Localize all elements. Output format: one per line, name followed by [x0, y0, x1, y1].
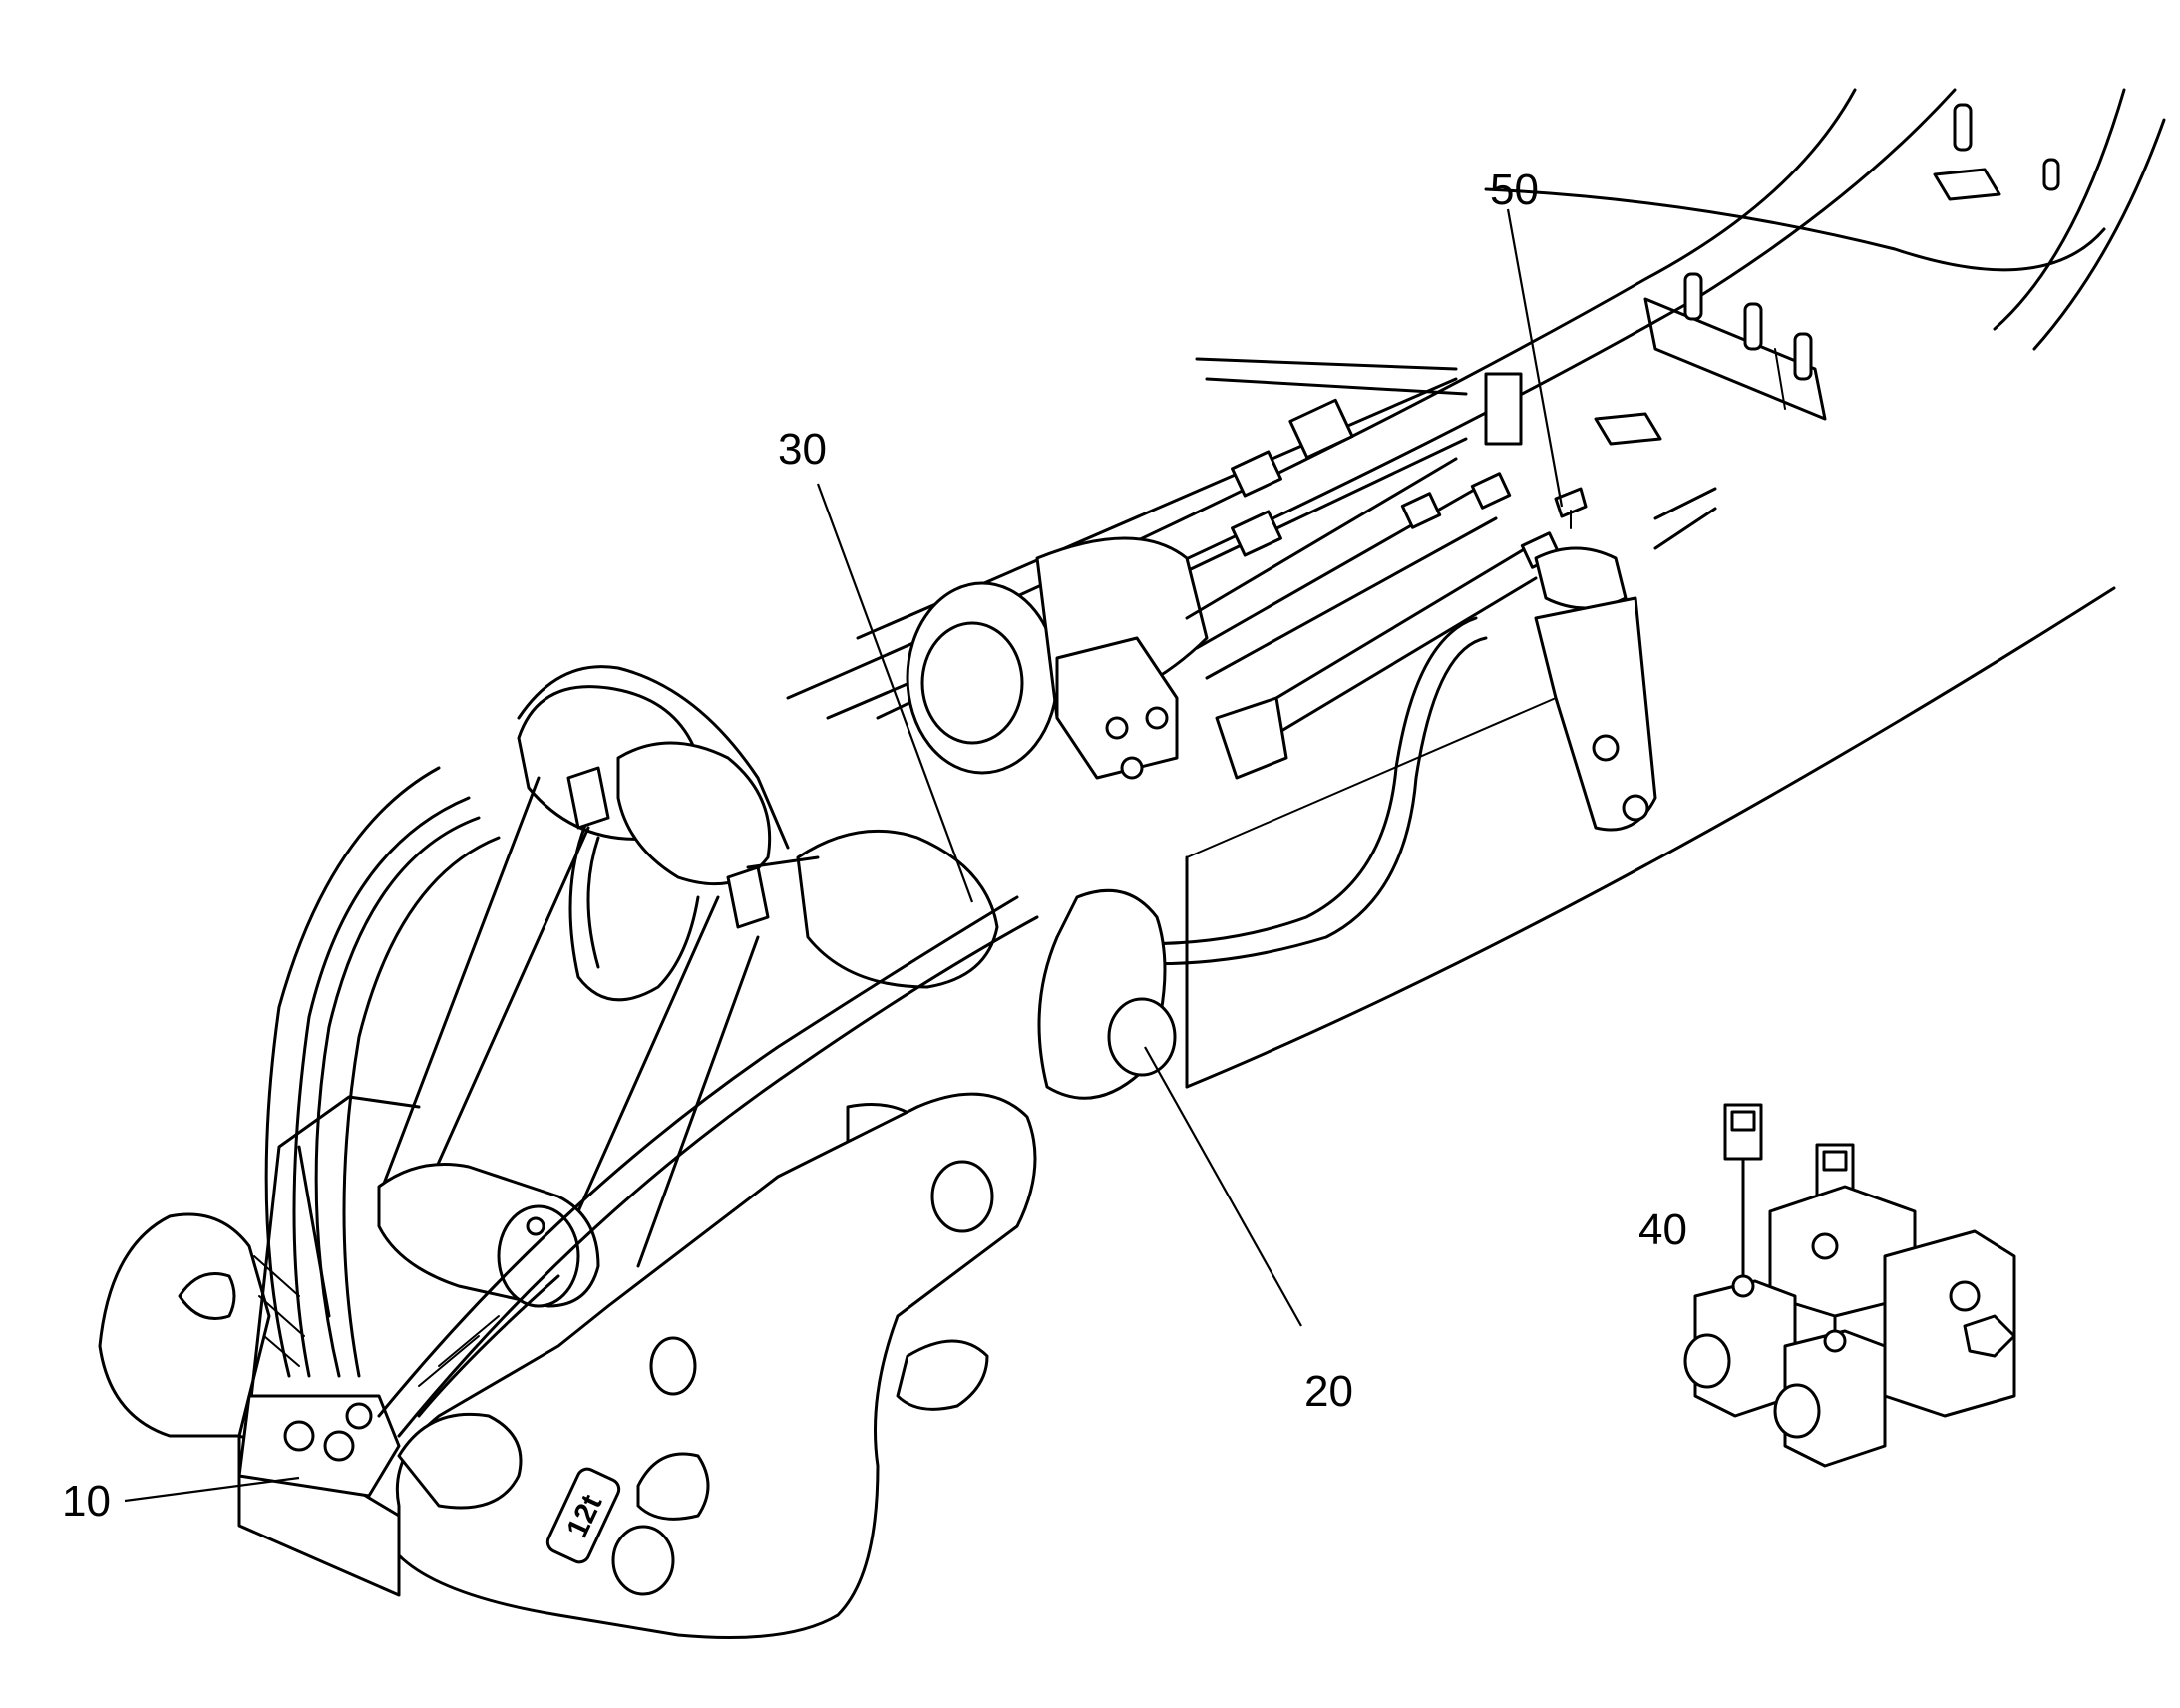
quick-coupler: 12t: [98, 766, 1039, 1639]
plate-marking: 12t: [545, 1467, 621, 1564]
hydraulic-cylinder: [856, 377, 1468, 780]
callout-30: 30: [778, 425, 827, 474]
callout-labels: 10 20 30 40 50: [62, 166, 1687, 1526]
callout-50: 50: [1490, 166, 1539, 214]
callout-20: 20: [1304, 1367, 1353, 1416]
sensor-fitting: [1554, 487, 1588, 529]
leader-50: [1506, 208, 1564, 508]
leader-30: [816, 483, 974, 903]
leader-20: [1144, 1046, 1302, 1327]
callout-40: 40: [1638, 1205, 1687, 1254]
callout-10: 10: [62, 1477, 111, 1526]
hydraulic-hoses: [1055, 357, 1717, 966]
arm-studs: [1484, 103, 2060, 446]
leader-lines: [124, 208, 1564, 1503]
connector-block-assembly: [1683, 1103, 2016, 1468]
leader-10: [124, 1476, 300, 1503]
linkage: [377, 665, 1177, 1268]
